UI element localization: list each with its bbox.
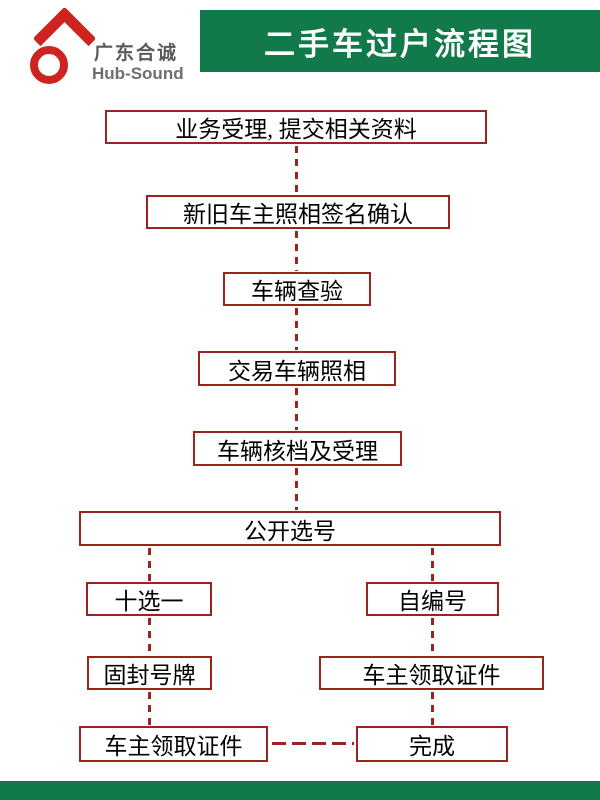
flow-node-ten-choose-one: 十选一 xyxy=(86,582,212,616)
flow-connector xyxy=(148,618,151,655)
footer-bar xyxy=(0,781,600,800)
flow-node-owner-photo-signature: 新旧车主照相签名确认 xyxy=(146,195,450,229)
flow-connector xyxy=(148,692,151,725)
logo: 广东合诚 Hub-Sound xyxy=(28,6,208,94)
flow-connector xyxy=(295,146,298,194)
flow-node-finish: 完成 xyxy=(356,726,508,762)
flow-node-collect-documents-right: 车主领取证件 xyxy=(319,656,544,690)
flow-node-vehicle-photo: 交易车辆照相 xyxy=(198,351,396,386)
flow-node-application-acceptance: 业务受理, 提交相关资料 xyxy=(105,110,487,144)
flow-connector xyxy=(295,468,298,510)
logo-icon xyxy=(30,6,97,84)
flow-node-seal-plate: 固封号牌 xyxy=(87,656,212,690)
flow-connector xyxy=(295,388,298,430)
company-name: 广东合诚 xyxy=(94,43,179,64)
title-banner: 二手车过户流程图 xyxy=(200,10,600,72)
flow-connector xyxy=(431,692,434,725)
page-title: 二手车过户流程图 xyxy=(264,26,536,62)
flow-connector xyxy=(148,548,151,581)
flow-connector xyxy=(431,548,434,581)
flow-node-self-numbering: 自编号 xyxy=(366,582,499,616)
flow-connector-horizontal xyxy=(272,742,354,745)
flow-connector xyxy=(431,618,434,655)
logo-ring-shape xyxy=(30,46,68,84)
brand-name: Hub-Sound xyxy=(92,64,184,83)
flow-node-vehicle-inspection: 车辆查验 xyxy=(223,272,371,306)
flow-connector xyxy=(295,308,298,350)
flow-node-archive-check: 车辆核档及受理 xyxy=(193,431,402,466)
flow-node-collect-documents-left: 车主领取证件 xyxy=(79,726,268,762)
flow-connector xyxy=(295,231,298,271)
flow-node-plate-selection: 公开选号 xyxy=(79,511,501,546)
